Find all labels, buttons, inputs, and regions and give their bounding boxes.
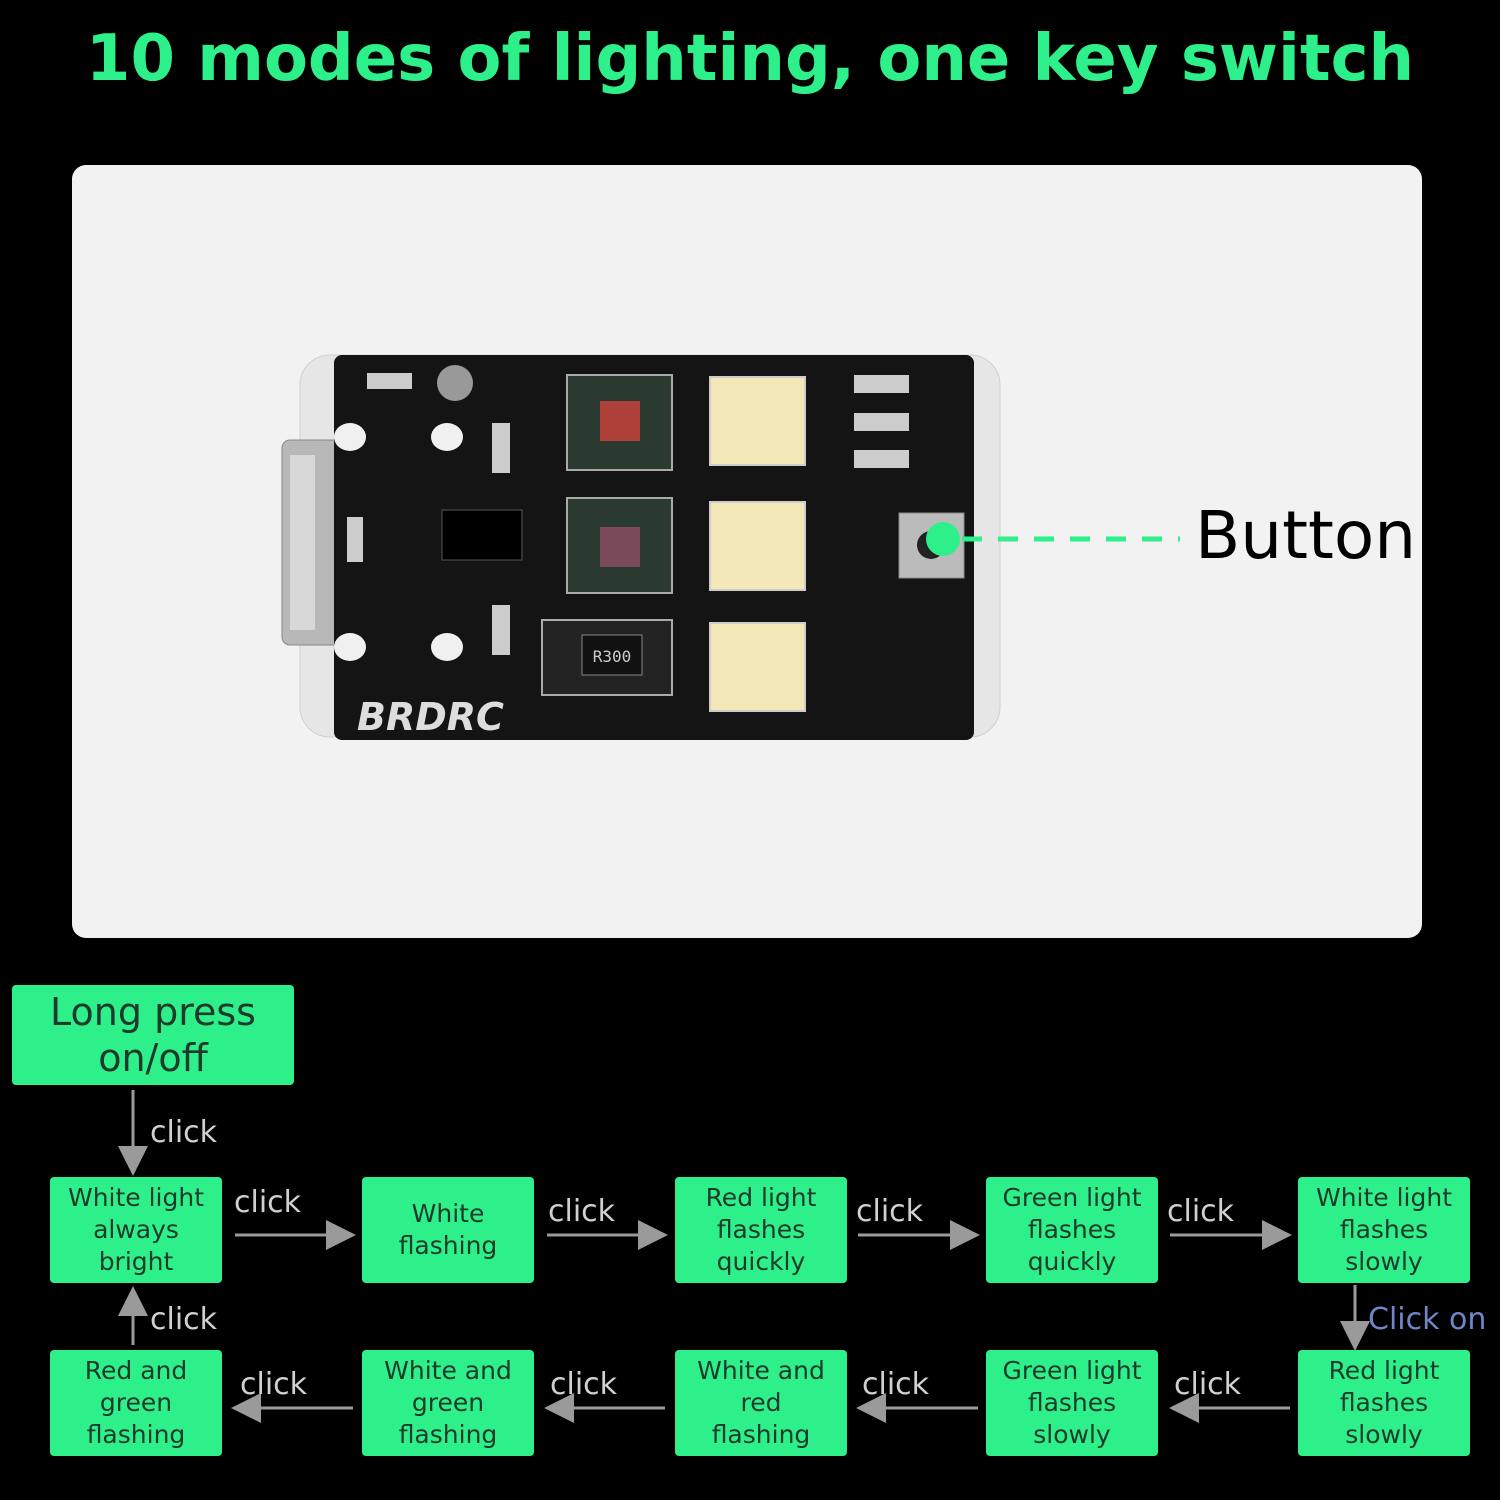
click-label-r1-4: click bbox=[1167, 1194, 1235, 1229]
white-led-5 bbox=[709, 622, 806, 712]
mode-box-6: Red light flashes slowly bbox=[1298, 1350, 1470, 1456]
board-brand: BRDRC bbox=[357, 695, 504, 739]
click-label-r1-3: click bbox=[856, 1194, 924, 1229]
page-title: 10 modes of lighting, one key switch bbox=[85, 22, 1415, 96]
click-label-r2-2: click bbox=[550, 1367, 618, 1402]
mode-box-5: White light flashes slowly bbox=[1298, 1177, 1470, 1283]
mode-box-2: White flashing bbox=[362, 1177, 534, 1283]
white-led-7 bbox=[709, 376, 806, 466]
click-label-r2-3: click bbox=[862, 1367, 930, 1402]
mode-box-7: Green light flashes slowly bbox=[986, 1350, 1158, 1456]
product-photo-panel: R300 BRDRC bbox=[72, 165, 1422, 938]
mode-box-3: Red light flashes quickly bbox=[675, 1177, 847, 1283]
click-label-start: click bbox=[150, 1115, 218, 1150]
mode-box-10: Red and green flashing bbox=[50, 1350, 222, 1456]
start-box-long-press: Long press on/off bbox=[12, 985, 294, 1085]
mode-box-8: White and red flashing bbox=[675, 1350, 847, 1456]
click-label-r2-4: click bbox=[1174, 1367, 1242, 1402]
click-label-left-up: click bbox=[150, 1302, 218, 1337]
click-label-r1-2: click bbox=[548, 1194, 616, 1229]
green-led bbox=[600, 527, 640, 567]
mode-box-1: White light always bright bbox=[50, 1177, 222, 1283]
resistor-code: R300 bbox=[593, 647, 632, 666]
red-led bbox=[600, 401, 640, 441]
white-led-8 bbox=[709, 501, 806, 591]
click-label-r2-1: click bbox=[240, 1367, 308, 1402]
mode-box-9: White and green flashing bbox=[362, 1350, 534, 1456]
pcb-board: R300 BRDRC bbox=[281, 354, 1001, 740]
click-label-r1-1: click bbox=[234, 1185, 302, 1220]
mode-box-4: Green light flashes quickly bbox=[986, 1177, 1158, 1283]
button-callout-label: Button bbox=[1195, 497, 1417, 574]
click-on-label: Click on bbox=[1368, 1302, 1487, 1337]
